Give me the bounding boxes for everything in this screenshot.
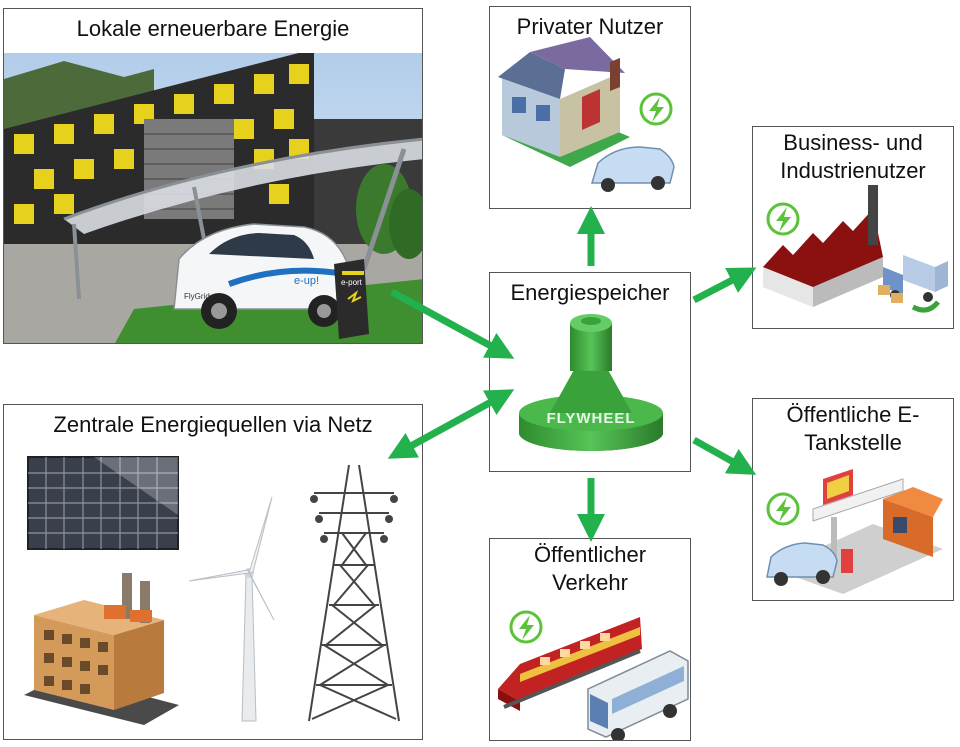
car-icon: e-up! FlyGrid xyxy=(173,223,355,329)
carport-roof xyxy=(63,137,422,300)
power-pylon-icon xyxy=(308,464,400,722)
flywheel-label: FLYWHEEL xyxy=(546,410,635,427)
node-title: Öffentlicher Verkehr xyxy=(533,542,647,595)
arrow-storage-to-business xyxy=(692,267,757,304)
factory-icon xyxy=(763,185,883,307)
node-title: Privater Nutzer xyxy=(516,14,664,39)
central-sources-art xyxy=(24,456,400,725)
wind-turbine-icon xyxy=(188,496,275,722)
solar-panel-icon xyxy=(27,456,179,550)
charging-station: e-port xyxy=(334,259,369,339)
gas-station-icon xyxy=(766,469,943,594)
node-title: Öffentliche E- Tankstelle xyxy=(786,402,920,455)
building xyxy=(4,49,422,244)
node-public-transport: Öffentlicher Verkehr xyxy=(489,538,691,741)
car-icon xyxy=(766,542,838,586)
house-icon xyxy=(498,37,675,192)
node-private-user: Privater Nutzer xyxy=(489,6,691,209)
node-central-grid: Zentrale Energiequellen via Netz xyxy=(3,404,423,740)
car-label: e-up! xyxy=(294,275,319,287)
lightning-icon xyxy=(766,492,800,526)
train-icon xyxy=(498,617,642,711)
station-label: e-port xyxy=(341,278,363,287)
brand-label: FlyGrid xyxy=(184,292,210,301)
node-title: Business- und Industrienutzer xyxy=(780,130,926,183)
node-business-user: Business- und Industrienutzer xyxy=(752,126,954,329)
carport-photo: e-up! FlyGrid e-port xyxy=(4,9,422,343)
lightning-icon xyxy=(509,610,543,644)
node-storage: Energiespeicher FLYWHEEL xyxy=(489,272,691,472)
car-icon xyxy=(590,146,675,192)
truck-icon xyxy=(878,255,948,313)
flywheel-icon: FLYWHEEL xyxy=(519,314,663,451)
transport-art xyxy=(498,610,689,740)
lightning-icon xyxy=(639,92,673,126)
node-public-station: Öffentliche E- Tankstelle xyxy=(752,398,954,601)
arrow-storage-to-station xyxy=(692,436,757,475)
lightning-icon xyxy=(766,202,800,236)
bus-icon xyxy=(587,650,689,740)
node-local-renewable: e-up! FlyGrid e-port Lokale erneuerbare … xyxy=(3,8,423,344)
node-title: Zentrale Energiequellen via Netz xyxy=(53,412,373,437)
power-plant-icon xyxy=(24,573,179,725)
business-art xyxy=(763,185,948,313)
node-title: Lokale erneuerbare Energie xyxy=(76,16,350,41)
node-title: Energiespeicher xyxy=(510,280,670,305)
